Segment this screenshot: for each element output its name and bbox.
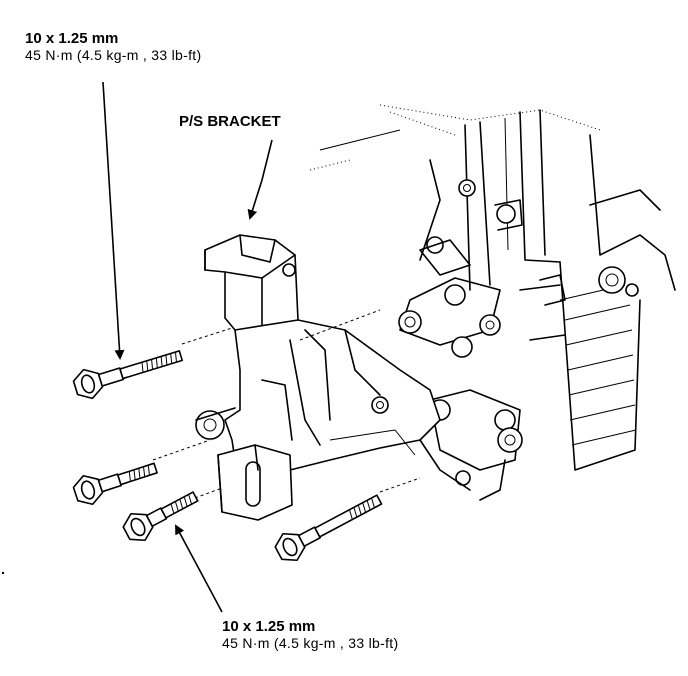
leader-arrow-icon [175,524,223,613]
bolt-icon [72,350,184,400]
top-bolt-spec: 10 x 1.25 mm [25,30,119,47]
bottom-bolt-torque: 45 N·m (4.5 kg-m , 33 lb-ft) [222,635,399,652]
bottom-torque-callout: 10 x 1.25 mm 45 N·m (4.5 kg-m , 33 lb-ft… [222,618,398,651]
bottom-bolt-spec: 10 x 1.25 mm [222,618,316,635]
alignment-lines [152,309,421,499]
bolt-icon [122,491,199,542]
ps-bracket [195,234,441,521]
leader-arrow-icon [102,81,125,360]
engine-block [309,104,676,471]
top-torque-callout: 10 x 1.25 mm 45 N·m (4.5 kg-m , 33 lb-ft… [25,30,201,63]
engine-lower [340,389,523,501]
bolt-icon [274,494,383,562]
ps-bracket-label: P/S BRACKET [179,113,281,130]
top-bolt-torque: 45 N·m (4.5 kg-m , 33 lb-ft) [25,47,202,64]
bolt-icon [72,462,158,506]
leader-arrow-icon [247,139,273,220]
